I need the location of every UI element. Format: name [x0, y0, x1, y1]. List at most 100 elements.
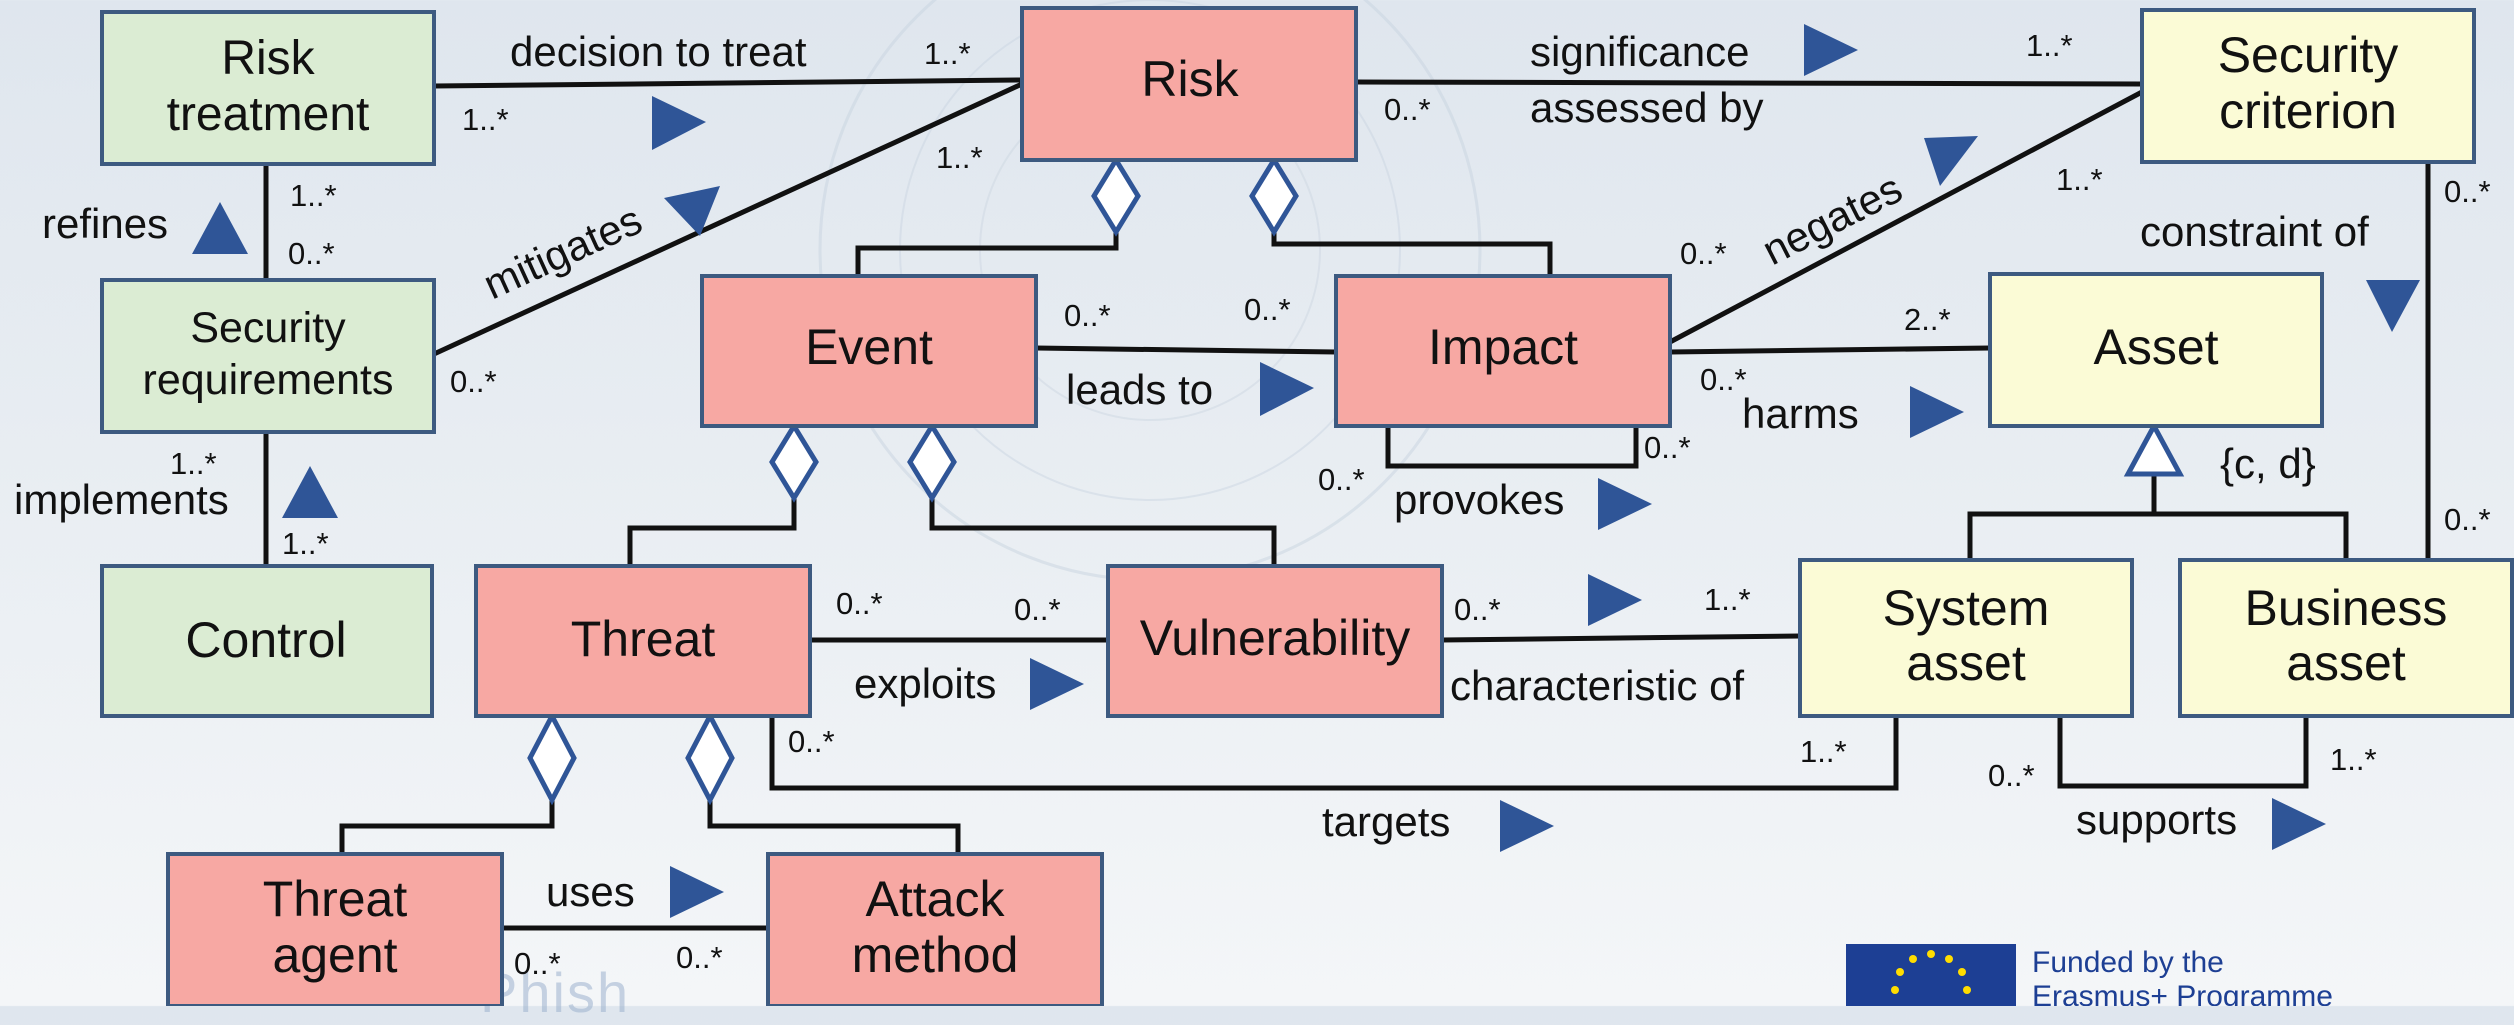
direction-arrow-icon — [1804, 24, 1858, 76]
direction-arrow-icon — [664, 186, 720, 236]
svg-text:1..*: 1..* — [282, 526, 329, 561]
class-system-asset[interactable]: System asset — [1798, 558, 2134, 718]
class-label: method — [852, 927, 1019, 983]
class-risk-treatment[interactable]: Risk treatment — [100, 10, 436, 166]
class-vulnerability[interactable]: Vulnerability — [1106, 564, 1444, 718]
svg-text:0..*: 0..* — [836, 586, 883, 621]
class-security-criterion[interactable]: Security criterion — [2140, 8, 2476, 164]
class-threat-agent[interactable]: Threat agent — [166, 852, 504, 1006]
class-label: agent — [272, 927, 397, 983]
svg-text:0..*: 0..* — [1988, 758, 2035, 793]
svg-text:1..*: 1..* — [1800, 734, 1847, 769]
svg-text:0..*: 0..* — [1014, 592, 1061, 627]
svg-text:1..*: 1..* — [2056, 162, 2103, 197]
relation-label: refines — [42, 200, 168, 247]
direction-arrows — [192, 24, 2420, 918]
relation-label: assessed by — [1530, 84, 1763, 131]
class-label: criterion — [2219, 83, 2397, 139]
class-asset[interactable]: Asset — [1988, 272, 2324, 428]
direction-arrow-icon — [1588, 574, 1642, 626]
class-control[interactable]: Control — [100, 564, 434, 718]
class-event[interactable]: Event — [700, 274, 1038, 428]
relation-label: provokes — [1394, 476, 1564, 523]
multiplicities: 1..* 1..* 1..* 0..* 1..* 1..* 0..* 0..* … — [170, 28, 2491, 981]
generalization-triangle-icon — [2123, 420, 2185, 477]
funding-text: Funded by the Erasmus+ Programme — [2032, 946, 2333, 1006]
aggregation-diamond-icon — [527, 710, 577, 806]
class-label: Business — [2245, 580, 2448, 636]
svg-text:0..*: 0..* — [2444, 174, 2491, 209]
svg-text:1..*: 1..* — [2026, 28, 2073, 63]
relation-label: leads to — [1066, 366, 1213, 413]
svg-text:1..*: 1..* — [2330, 742, 2377, 777]
class-label: Risk — [221, 32, 315, 85]
class-risk[interactable]: Risk — [1020, 6, 1358, 162]
svg-text:0..*: 0..* — [2444, 502, 2491, 537]
svg-text:0..*: 0..* — [1680, 236, 1727, 271]
class-label: Impact — [1428, 319, 1578, 375]
class-threat[interactable]: Threat — [474, 564, 812, 718]
relation-label: targets — [1322, 798, 1450, 845]
class-label: Risk — [1141, 51, 1239, 107]
relation-label: decision to treat — [510, 28, 807, 75]
relation-label: implements — [14, 476, 229, 523]
svg-text:0..*: 0..* — [1318, 462, 1365, 497]
svg-text:2..*: 2..* — [1904, 302, 1951, 337]
aggregation-diamond-icon — [907, 421, 957, 503]
aggregation-diamond-icon — [1091, 155, 1141, 237]
class-security-requirements[interactable]: Security requirements — [100, 278, 436, 434]
svg-text:1..*: 1..* — [1704, 582, 1751, 617]
class-label: Event — [805, 319, 933, 375]
class-label: Threat — [571, 611, 716, 667]
class-label: requirements — [143, 356, 394, 404]
svg-text:0..*: 0..* — [788, 724, 835, 759]
relation-label: characteristic of — [1450, 662, 1744, 709]
direction-arrow-icon — [1030, 658, 1084, 710]
class-label: asset — [1906, 635, 2026, 691]
aggregation-diamond-icon — [1249, 155, 1299, 237]
svg-text:0..*: 0..* — [1244, 292, 1291, 327]
svg-text:1..*: 1..* — [170, 446, 217, 481]
svg-text:0..*: 0..* — [676, 940, 723, 975]
aggregation-diamond-icon — [685, 710, 735, 806]
class-label: asset — [2286, 635, 2406, 691]
relation-label: uses — [546, 868, 635, 915]
direction-arrow-icon — [1260, 362, 1314, 416]
eu-funding-banner: Funded by the Erasmus+ Programme — [1846, 944, 2366, 1006]
svg-text:0..*: 0..* — [1454, 592, 1501, 627]
class-label: Threat — [263, 871, 408, 927]
class-attack-method[interactable]: Attack method — [766, 852, 1104, 1006]
svg-text:1..*: 1..* — [936, 140, 983, 175]
class-label: Asset — [2093, 319, 2218, 375]
funding-line: Erasmus+ Programme — [2032, 980, 2333, 1006]
class-business-asset[interactable]: Business asset — [2178, 558, 2514, 718]
aggregation-diamond-icon — [769, 421, 819, 503]
direction-arrow-icon — [652, 96, 706, 150]
class-impact[interactable]: Impact — [1334, 274, 1672, 428]
svg-text:0..*: 0..* — [1700, 362, 1747, 397]
class-label: Security — [190, 304, 346, 352]
svg-text:0..*: 0..* — [288, 236, 335, 271]
svg-text:0..*: 0..* — [450, 364, 497, 399]
eu-flag-icon — [1846, 944, 2016, 1006]
svg-text:0..*: 0..* — [514, 946, 561, 981]
class-label: Vulnerability — [1140, 610, 1411, 666]
relation-label: harms — [1742, 390, 1859, 437]
direction-arrow-icon — [2272, 798, 2326, 850]
svg-text:1..*: 1..* — [924, 36, 971, 71]
class-label: Control — [185, 612, 346, 668]
connector-lines — [263, 77, 2431, 931]
class-label: treatment — [167, 88, 370, 141]
relation-label: mitigates — [476, 196, 648, 308]
relation-label: significance — [1530, 28, 1749, 75]
class-label: Security — [2218, 27, 2399, 83]
relation-label: exploits — [854, 660, 996, 707]
direction-arrow-icon — [282, 466, 338, 518]
direction-arrow-icon — [1910, 386, 1964, 438]
svg-text:1..*: 1..* — [462, 102, 509, 137]
generalization-constraint: {c, d} — [2220, 440, 2316, 487]
funding-line: Funded by the — [2032, 946, 2224, 979]
svg-text:0..*: 0..* — [1064, 298, 1111, 333]
direction-arrow-icon — [1598, 478, 1652, 530]
